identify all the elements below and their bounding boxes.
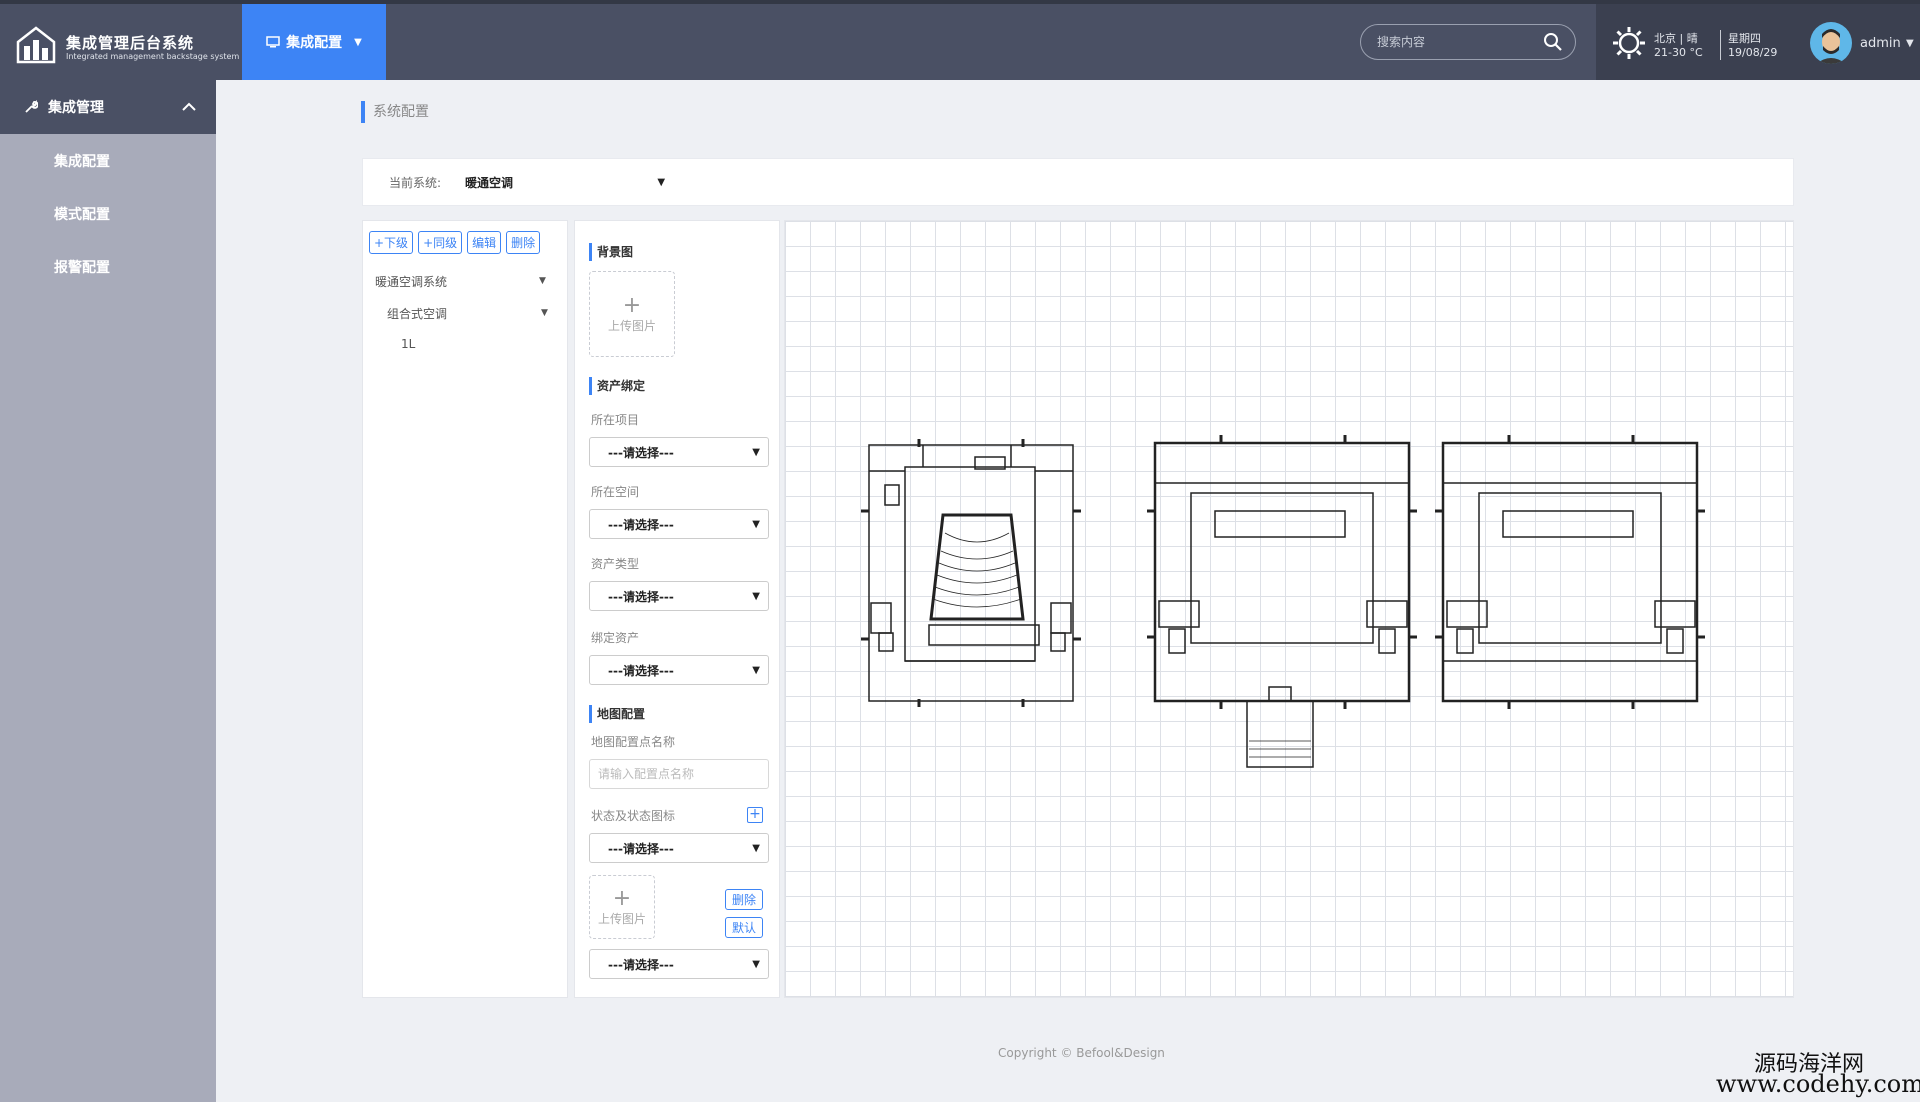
section-title-asset-binding: 资产绑定 [589, 377, 645, 395]
select-value: ---请选择--- [608, 589, 674, 604]
top-header: 集成管理后台系统 Integrated management backstage… [0, 0, 1920, 80]
nav-integration-config[interactable]: 集成配置 ▼ [242, 4, 386, 80]
select-value: ---请选择--- [608, 663, 674, 678]
divider [1720, 30, 1721, 60]
caret-down-icon[interactable]: ▼ [539, 276, 546, 286]
monitor-icon [266, 36, 280, 48]
project-label: 所在项目 [591, 413, 640, 427]
add-icon[interactable]: + [747, 807, 763, 823]
map-point-label: 地图配置点名称 [591, 735, 676, 749]
sidebar-item-alarm-config[interactable]: 报警配置 [54, 259, 110, 276]
space-label: 所在空间 [591, 485, 640, 499]
weather-city: 北京 | 晴 [1654, 32, 1698, 45]
tree-node-1l[interactable]: 1L [401, 337, 416, 351]
plus-icon: + [612, 885, 632, 911]
nav-label: 集成配置 [286, 35, 343, 51]
weekday: 星期四 [1728, 32, 1761, 45]
brand-title: 集成管理后台系统 [66, 34, 195, 52]
floor-plan-image [861, 435, 1705, 768]
form-panel: 背景图 + 上传图片 资产绑定 所在项目 ---请选择--- ▼ 所在空间 ---… [574, 220, 780, 998]
chevron-up-icon[interactable] [182, 102, 196, 112]
upload-label: 上传图片 [597, 911, 646, 926]
project-select[interactable]: ---请选择--- ▼ [589, 437, 769, 467]
bind-asset-select[interactable]: ---请选择--- ▼ [589, 655, 769, 685]
sidebar-section-label: 集成管理 [48, 100, 104, 116]
sidebar-item-mode-config[interactable]: 模式配置 [54, 206, 110, 223]
sidebar: 集成管理 集成配置 模式配置 报警配置 [0, 80, 216, 1102]
search-input[interactable] [1377, 35, 1537, 49]
chevron-down-icon: ▼ [752, 446, 760, 458]
tree-node-hvac-system[interactable]: 暖通空调系统 [375, 275, 448, 289]
date: 19/08/29 [1728, 46, 1778, 59]
map-point-input[interactable] [589, 759, 769, 789]
building-logo-icon [16, 26, 56, 64]
chevron-down-icon: ▼ [657, 176, 666, 188]
copyright: Copyright © Befool&Design [998, 1046, 1165, 1060]
plus-icon: + [622, 292, 642, 318]
select-value: ---请选择--- [608, 957, 674, 972]
username[interactable]: admin [1860, 36, 1901, 51]
brand-subtitle: Integrated management backstage system [66, 52, 240, 61]
select-value: ---请选择--- [608, 841, 674, 856]
wrench-icon [25, 100, 38, 113]
weather-panel: 北京 | 晴 21-30 °C 星期四 19/08/29 admin ▼ [1596, 4, 1920, 80]
chevron-down-icon: ▼ [752, 958, 760, 970]
add-child-button[interactable]: +下级 [369, 231, 414, 254]
tree-node-combined-ac[interactable]: 组合式空调 [387, 307, 448, 321]
watermark-text: 源码海洋网 [1754, 1052, 1865, 1077]
search-icon[interactable] [1543, 32, 1563, 52]
caret-down-icon: ▼ [354, 36, 362, 48]
search-box[interactable] [1360, 24, 1576, 60]
bind-asset-label: 绑定资产 [591, 631, 640, 645]
status-select-2[interactable]: ---请选择--- ▼ [589, 949, 769, 979]
asset-type-label: 资产类型 [591, 557, 640, 571]
chevron-down-icon: ▼ [752, 842, 760, 854]
sun-icon [1613, 27, 1645, 59]
chevron-down-icon: ▼ [752, 590, 760, 602]
background-upload[interactable]: + 上传图片 [589, 271, 675, 357]
default-icon-button[interactable]: 默认 [725, 917, 764, 938]
tree-panel: +下级 +同级 编辑 删除 暖通空调系统 ▼ 组合式空调 ▼ 1L [362, 220, 568, 998]
caret-down-icon[interactable]: ▼ [541, 308, 548, 318]
sidebar-section-integration[interactable]: 集成管理 [0, 80, 216, 134]
current-system-select[interactable]: 暖通空调 ▼ [465, 174, 665, 191]
page-title: 系统配置 [361, 101, 429, 123]
edit-button[interactable]: 编辑 [467, 231, 502, 254]
sidebar-item-integration-config[interactable]: 集成配置 [54, 153, 110, 170]
asset-type-select[interactable]: ---请选择--- ▼ [589, 581, 769, 611]
watermark-url: www.codehy.com [1716, 1070, 1920, 1098]
map-canvas[interactable] [784, 220, 1794, 998]
delete-button[interactable]: 删除 [506, 231, 541, 254]
caret-down-icon[interactable]: ▼ [1906, 38, 1914, 49]
space-select[interactable]: ---请选择--- ▼ [589, 509, 769, 539]
section-title-background: 背景图 [589, 243, 633, 261]
user-avatar-icon [1811, 23, 1851, 64]
delete-icon-button[interactable]: 删除 [725, 889, 764, 910]
add-sibling-button[interactable]: +同级 [418, 231, 463, 254]
current-system-value: 暖通空调 [465, 175, 514, 190]
status-icon-upload[interactable]: + 上传图片 [589, 875, 655, 939]
chevron-down-icon: ▼ [752, 518, 760, 530]
select-value: ---请选择--- [608, 517, 674, 532]
current-system-label: 当前系统: [389, 175, 442, 190]
status-icon-label: 状态及状态图标 [591, 809, 676, 823]
weather-temperature: 21-30 °C [1654, 46, 1703, 59]
status-select[interactable]: ---请选择--- ▼ [589, 833, 769, 863]
current-system-bar: 当前系统: 暖通空调 ▼ [362, 158, 1794, 206]
avatar[interactable] [1810, 22, 1852, 64]
tree-toolbar: +下级 +同级 编辑 删除 [363, 221, 567, 254]
chevron-down-icon: ▼ [752, 664, 760, 676]
upload-label: 上传图片 [607, 318, 656, 333]
select-value: ---请选择--- [608, 445, 674, 460]
section-title-map-config: 地图配置 [589, 705, 645, 723]
